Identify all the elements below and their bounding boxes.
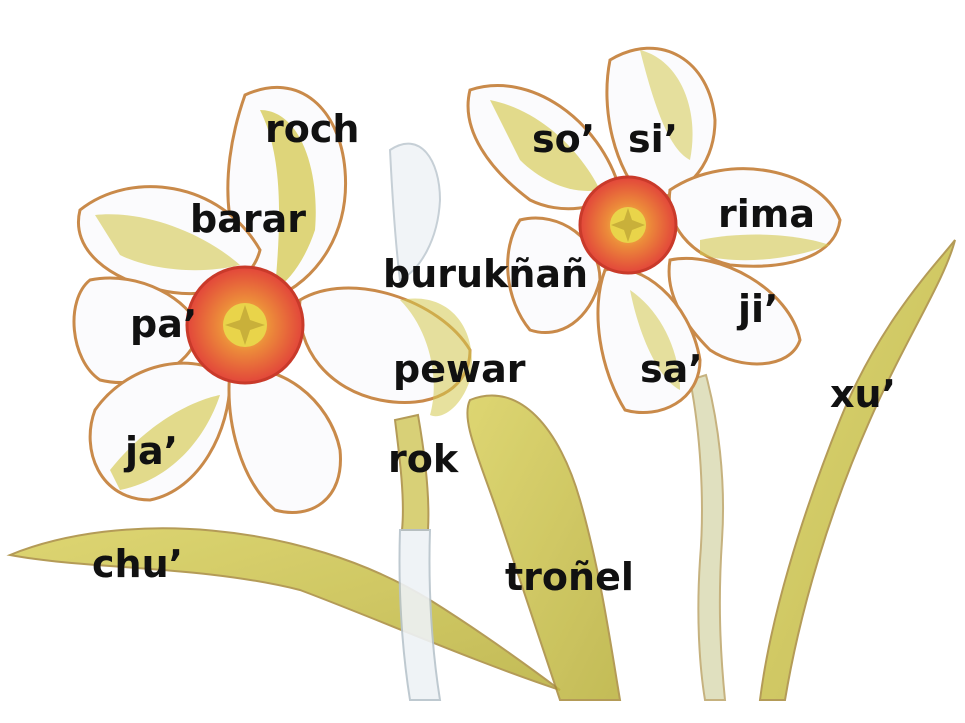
label-burukñañ: burukñañ <box>383 255 588 293</box>
label-si: si’ <box>628 120 678 158</box>
label-ji: ji’ <box>738 290 779 328</box>
label-troñel: troñel <box>505 558 634 596</box>
label-chu: chu’ <box>92 545 183 583</box>
label-so: so’ <box>532 120 595 158</box>
label-sa: sa’ <box>640 350 703 388</box>
right-leaf <box>760 240 955 700</box>
label-rima: rima <box>718 195 815 233</box>
label-xu: xu’ <box>830 375 896 413</box>
label-barar: barar <box>190 200 306 238</box>
label-pa: pa’ <box>130 305 197 343</box>
right-flower-stem <box>690 375 725 700</box>
label-pewar: pewar <box>393 350 525 388</box>
label-ja: ja’ <box>125 432 178 470</box>
label-rok: rok <box>388 440 458 478</box>
label-roch: roch <box>265 110 359 148</box>
